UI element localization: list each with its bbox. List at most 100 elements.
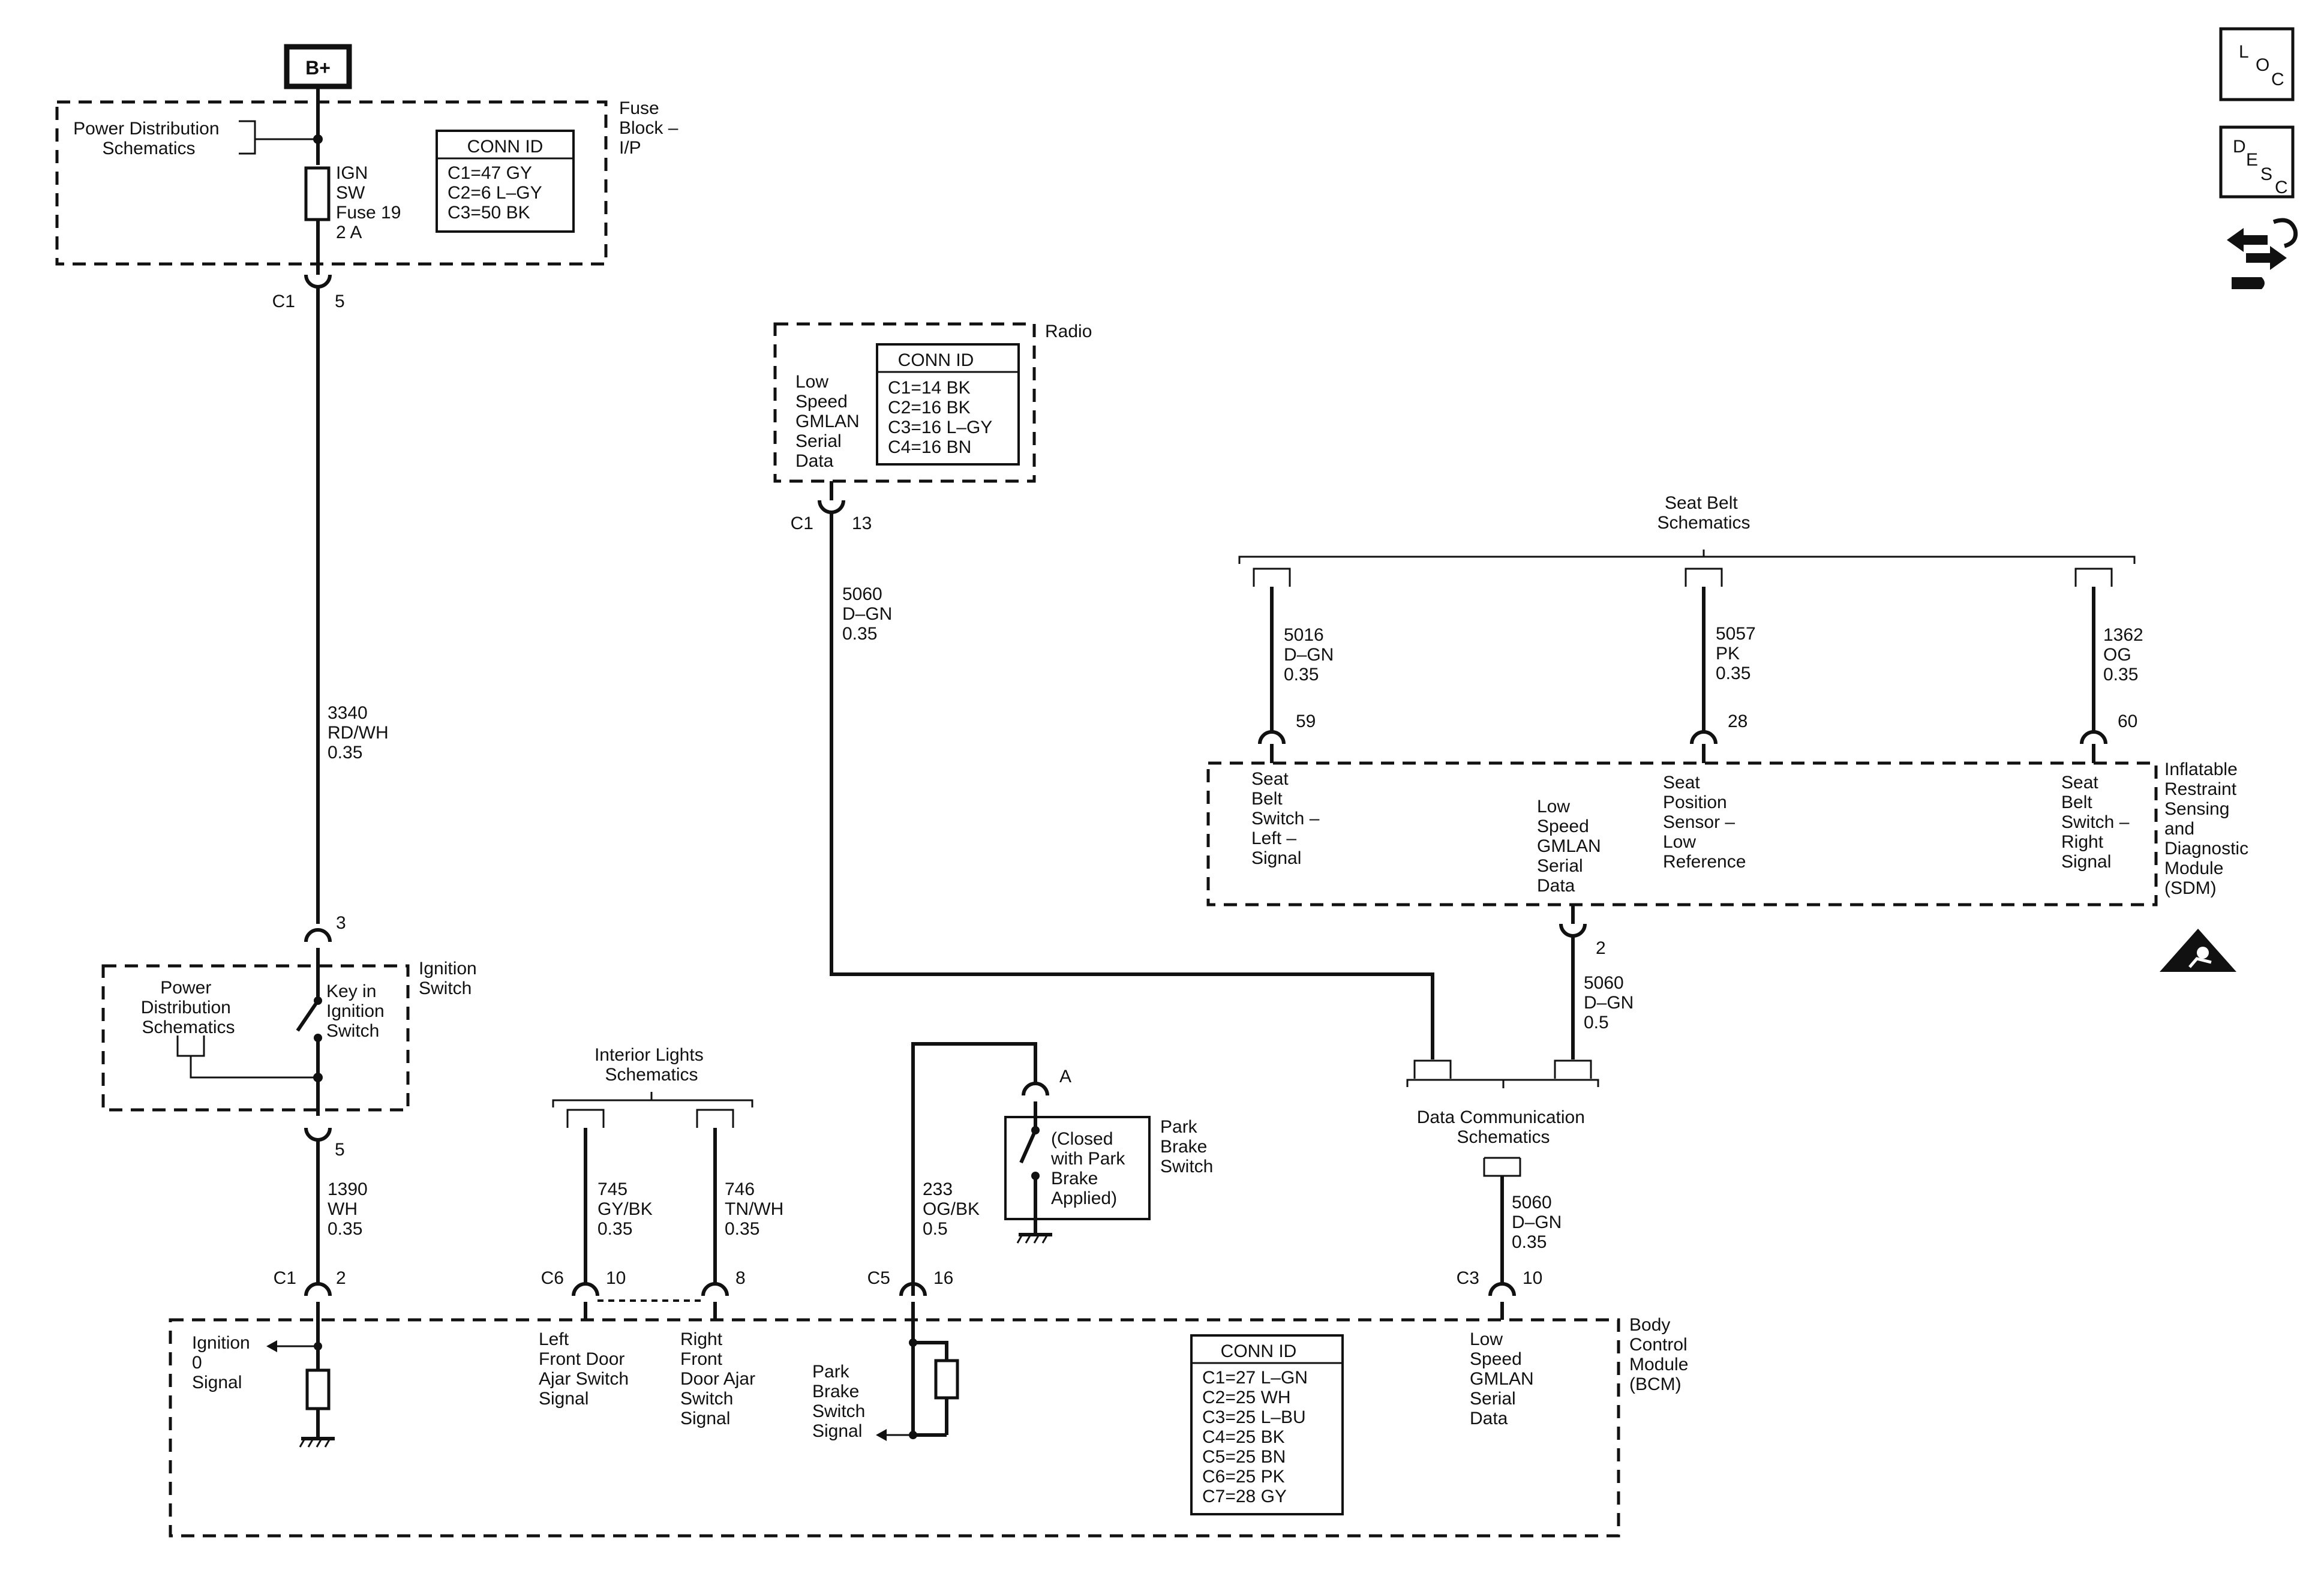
bcm-signal-left-door: Left Front Door Ajar Switch Signal xyxy=(539,1329,633,1409)
ignition-switch-contact xyxy=(296,999,320,1032)
radio-conn-rows: C1=14 BK C2=16 BK C3=16 L–GY C4=16 BN xyxy=(888,378,997,457)
data-comm-ref-label: Data Communication Schematics xyxy=(1417,1107,1590,1147)
connector-symbol xyxy=(2080,730,2107,745)
sdm-signal-gmlan: Low Speed GMLAN Serial Data xyxy=(1537,797,1606,896)
connector-symbol xyxy=(701,1282,729,1296)
pd-ref-bracket xyxy=(239,120,318,155)
location-view-icon[interactable]: L O C xyxy=(2219,27,2295,101)
svg-text:E: E xyxy=(2246,150,2258,170)
description-view-icon[interactable]: D E S C xyxy=(2219,125,2295,199)
fuse-block-conn-table xyxy=(436,130,575,233)
wire-745-label: 745 GY/BK 0.35 xyxy=(597,1179,657,1239)
radio-out-pin: 13 xyxy=(852,514,872,533)
ignition-switch-boundary xyxy=(101,964,410,1112)
bcm-conn-rows: C1=27 L–GN C2=25 WH C3=25 L–BU C4=25 BK … xyxy=(1202,1368,1313,1506)
radio-conn-title: CONN ID xyxy=(898,350,974,370)
bcm-c1-pin: 2 xyxy=(336,1268,346,1288)
bcm-signal-gmlan: Low Speed GMLAN Serial Data xyxy=(1470,1329,1539,1428)
wire-1362-label: 1362 OG 0.35 xyxy=(2103,625,2148,685)
svg-text:O: O xyxy=(2256,55,2269,75)
wire-5057-label: 5057 PK 0.35 xyxy=(1716,624,1761,683)
bcm-c5-pin: 16 xyxy=(933,1268,953,1288)
connector-symbol xyxy=(304,1127,332,1142)
radio-boundary xyxy=(773,322,1036,483)
bcm-c3: C3 xyxy=(1457,1268,1479,1288)
sdm-signal-right: Seat Belt Switch – Right Signal xyxy=(2061,773,2134,872)
signal-arrow-icon xyxy=(876,1429,887,1441)
connector-symbol xyxy=(304,274,332,289)
bcm-c5: C5 xyxy=(867,1268,890,1288)
power-source-label: B+ xyxy=(305,57,331,79)
bcm-conn-table xyxy=(1190,1334,1344,1515)
bcm-label: Body Control Module (BCM) xyxy=(1629,1315,1694,1394)
park-brake-note: (Closed with Park Brake Applied) xyxy=(1050,1129,1130,1208)
power-source-box xyxy=(284,44,352,89)
sdm-pin-59: 59 xyxy=(1296,712,1316,731)
connector-symbol xyxy=(899,1282,927,1296)
ignition-contact-label: Key in Ignition Switch xyxy=(326,981,389,1041)
seat-belt-ref-label: Seat Belt Schematics xyxy=(1657,493,1750,533)
sdm-signal-position: Seat Position Sensor – Low Reference xyxy=(1663,773,1746,872)
sdm-signal-left: Seat Belt Switch – Left – Signal xyxy=(1251,769,1325,868)
bcm-c6-pin: 10 xyxy=(606,1268,626,1288)
wire-5060-sdm-label: 5060 D–GN 0.5 xyxy=(1584,973,1639,1032)
ignition-switch-pin-bottom: 5 xyxy=(335,1140,345,1160)
ground-symbol xyxy=(299,1437,335,1448)
bcm-ignition-resistor xyxy=(305,1368,331,1410)
bcm-c6-pin-8: 8 xyxy=(735,1268,746,1288)
wire-3340-label: 3340 RD/WH 0.35 xyxy=(328,703,394,763)
svg-text:L: L xyxy=(2239,42,2249,62)
fuse-block-pd-ref: Power Distribution Schematics xyxy=(73,119,224,158)
connector-symbol xyxy=(572,1282,599,1296)
wire-1390-label: 1390 WH 0.35 xyxy=(328,1179,373,1239)
fuse-block-out-conn: C1 xyxy=(272,292,295,311)
connector-symbol xyxy=(1258,730,1286,745)
svg-text:S: S xyxy=(2260,164,2272,184)
wire-746-label: 746 TN/WH 0.35 xyxy=(725,1179,789,1239)
connector-symbol xyxy=(304,928,332,942)
sdm-pin-60: 60 xyxy=(2118,712,2137,731)
svg-text:C: C xyxy=(2275,178,2288,197)
fuse-19-symbol xyxy=(304,166,331,221)
radio-label: Radio xyxy=(1045,322,1092,341)
connector-symbol xyxy=(1559,923,1587,938)
ignition-switch-pin-top: 3 xyxy=(336,913,346,933)
wire-5060-radio-label: 5060 D–GN 0.35 xyxy=(842,584,897,644)
fuse-block-out-pin: 5 xyxy=(335,292,345,311)
interior-ref-label: Interior Lights Schematics xyxy=(594,1045,708,1085)
bcm-signal-right-door: Right Front Door Ajar Switch Signal xyxy=(680,1329,760,1428)
park-brake-pin: A xyxy=(1059,1067,1071,1086)
connector-symbol xyxy=(1488,1282,1516,1296)
svg-text:D: D xyxy=(2233,137,2246,157)
fuse-block-conn-title: CONN ID xyxy=(467,137,544,157)
bcm-signal-ignition: Ignition 0 Signal xyxy=(192,1333,255,1392)
diagnostic-tool-icon[interactable] xyxy=(2227,218,2298,289)
fuse-block-label: Fuse Block – I/P xyxy=(619,98,683,158)
bcm-boundary xyxy=(169,1318,1620,1538)
airbag-warning-icon xyxy=(2160,929,2236,972)
connector-symbol xyxy=(1022,1082,1049,1096)
bcm-c1: C1 xyxy=(274,1268,296,1288)
connector-symbol xyxy=(818,500,845,514)
ignition-pd-ref: Power Distribution Schematics xyxy=(141,978,236,1037)
wire-5016-label: 5016 D–GN 0.35 xyxy=(1284,625,1339,685)
radio-signal-label: Low Speed GMLAN Serial Data xyxy=(795,372,864,471)
park-brake-switch-contact xyxy=(1019,1129,1037,1164)
sdm-boundary xyxy=(1206,761,2158,906)
ground-symbol xyxy=(1016,1233,1052,1244)
sdm-pin-28: 28 xyxy=(1728,712,1747,731)
bcm-park-brake-resistor xyxy=(934,1359,959,1400)
splice-dot xyxy=(313,1073,323,1082)
bcm-c6: C6 xyxy=(541,1268,564,1288)
interior-ref-bracket xyxy=(552,1092,753,1107)
signal-arrow-icon xyxy=(266,1340,277,1352)
svg-text:C: C xyxy=(2271,70,2284,89)
wire-5060-bcm-label: 5060 D–GN 0.35 xyxy=(1512,1193,1567,1252)
data-comm-ref-bracket xyxy=(1406,1079,1599,1088)
connector-symbol xyxy=(1690,730,1718,745)
park-brake-label: Park Brake Switch xyxy=(1160,1117,1213,1176)
park-brake-switch-box xyxy=(1004,1116,1151,1220)
sdm-pin-2: 2 xyxy=(1596,938,1606,958)
wire-233-label: 233 OG/BK 0.5 xyxy=(923,1179,984,1239)
